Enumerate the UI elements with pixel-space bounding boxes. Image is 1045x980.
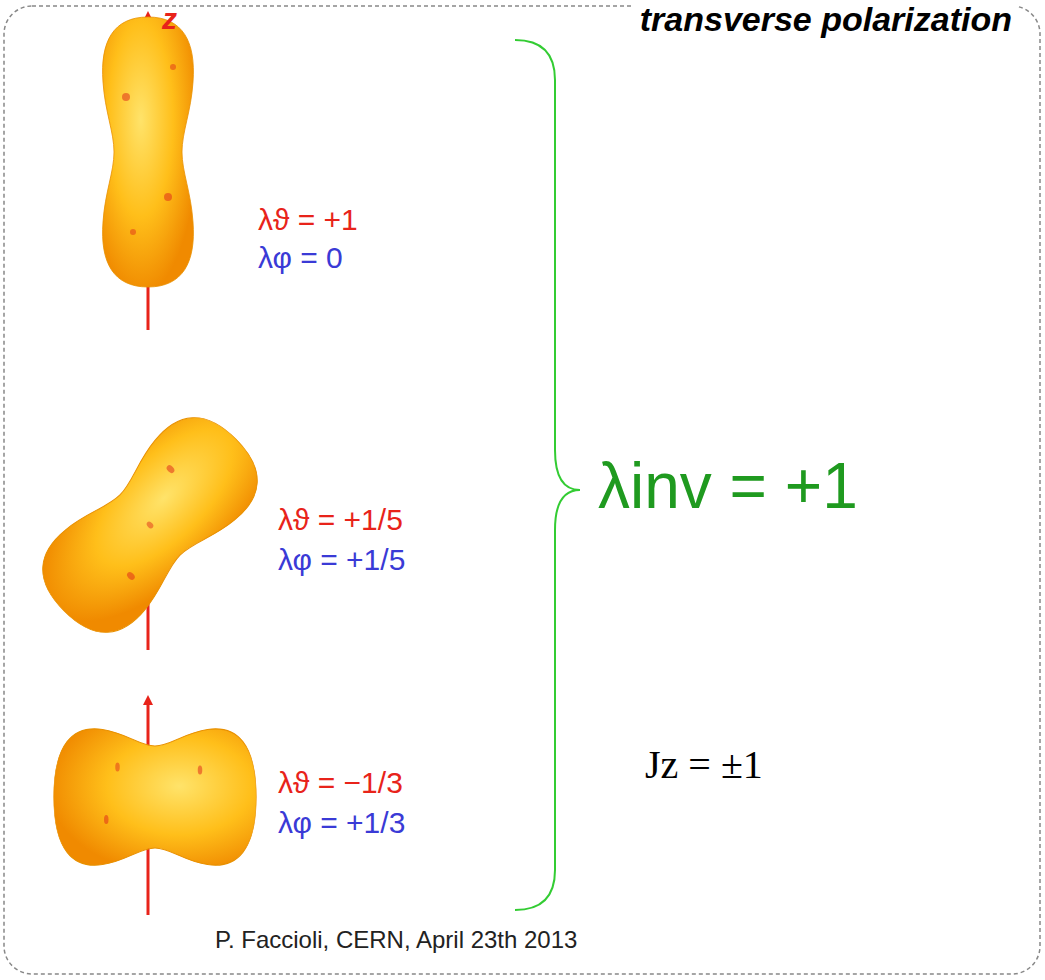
credit-note: P. Faccioli, CERN, April 23th 2013: [215, 926, 577, 954]
lambda-phi: λφ = +1/5: [278, 543, 405, 578]
lambda-phi: λφ = +1/3: [278, 806, 405, 841]
angular-distribution-shape: [54, 729, 257, 865]
angular-distribution-shape: [103, 17, 194, 287]
axis-label: z: [162, 2, 177, 37]
panel-title: transverse polarization: [634, 0, 1018, 39]
lambda-theta: λϑ = +1: [258, 203, 358, 238]
angular-distribution-shape: [24, 399, 276, 651]
lambda-theta: λϑ = +1/5: [278, 503, 403, 538]
curly-brace: [515, 40, 580, 910]
panel-frame: [4, 6, 1040, 974]
angular-momentum: Jz = ±1: [645, 742, 763, 788]
invariant-value: λinv = +1: [598, 450, 858, 524]
lambda-theta: λϑ = −1/3: [278, 766, 403, 801]
lambda-phi: λφ = 0: [258, 241, 343, 276]
